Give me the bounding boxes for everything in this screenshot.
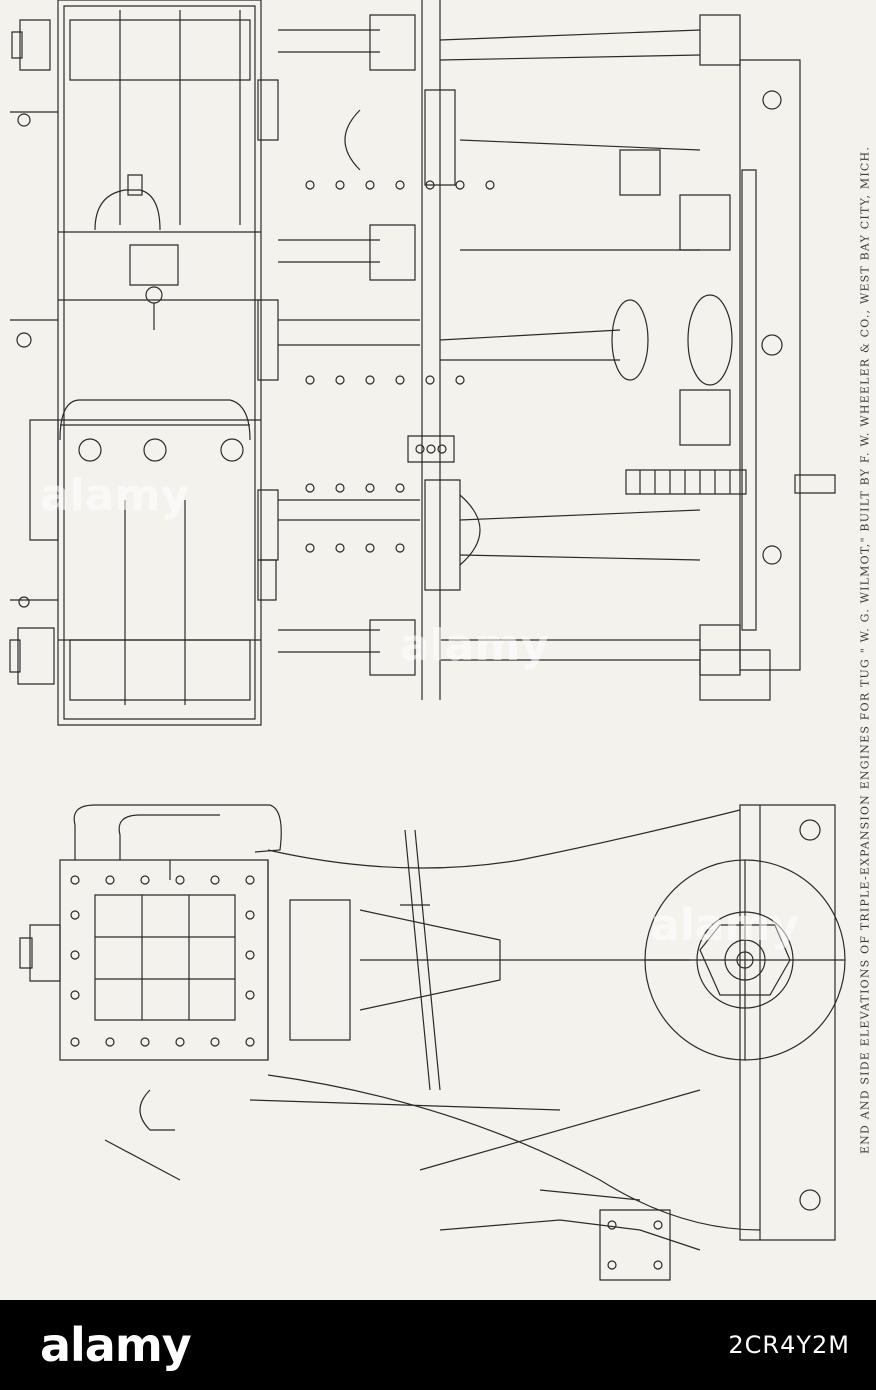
alamy-logo[interactable]: alamy bbox=[40, 1318, 192, 1372]
cover-bolts bbox=[71, 876, 254, 1046]
bolt-row-top bbox=[306, 181, 494, 552]
watermark-text: alamy bbox=[650, 900, 799, 951]
engine-drawing bbox=[0, 0, 876, 1300]
end-elevation bbox=[20, 805, 845, 1280]
watermark-text: alamy bbox=[40, 470, 189, 521]
plate-caption: END AND SIDE ELEVATIONS OF TRIPLE-EXPANS… bbox=[858, 145, 872, 1155]
stock-banner: alamy 2CR4Y2M bbox=[0, 1300, 876, 1390]
image-code: 2CR4Y2M bbox=[728, 1331, 850, 1359]
engraving-sheet: END AND SIDE ELEVATIONS OF TRIPLE-EXPANS… bbox=[0, 0, 876, 1300]
side-elevation bbox=[10, 0, 835, 725]
gear-teeth bbox=[640, 470, 730, 494]
watermark-text: alamy bbox=[400, 620, 549, 671]
